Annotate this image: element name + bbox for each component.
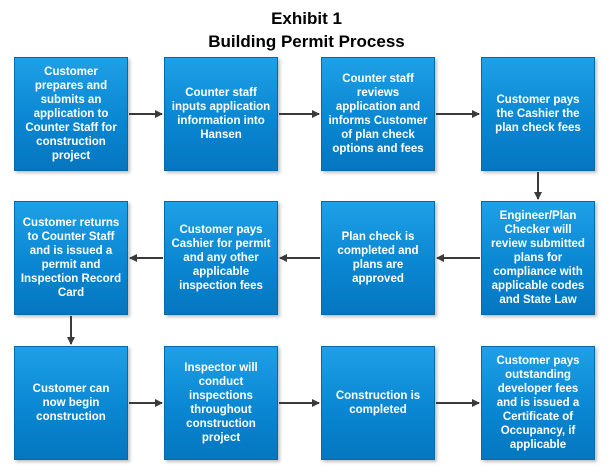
step-12-box: Customer pays outstanding developer fees… bbox=[481, 346, 595, 460]
step-1-box: Customer prepares and submits an applica… bbox=[14, 57, 128, 171]
step-10-box: Inspector will conduct inspections throu… bbox=[164, 346, 278, 460]
step-8-box: Customer returns to Counter Staff and is… bbox=[14, 201, 128, 315]
diagram-subtitle: Building Permit Process bbox=[208, 32, 405, 51]
step-7-box: Customer pays Cashier for permit and any… bbox=[164, 201, 278, 315]
diagram-title: Exhibit 1 bbox=[271, 9, 342, 28]
step-2-box: Counter staff inputs application informa… bbox=[164, 57, 278, 171]
step-9-box: Customer can now begin construction bbox=[14, 346, 128, 460]
step-4-box: Customer pays the Cashier the plan check… bbox=[481, 57, 595, 171]
step-3-box: Counter staff reviews application and in… bbox=[321, 57, 435, 171]
step-5-box: Engineer/Plan Checker will review submit… bbox=[481, 201, 595, 315]
step-6-box: Plan check is completed and plans are ap… bbox=[321, 201, 435, 315]
step-11-box: Construction is completed bbox=[321, 346, 435, 460]
